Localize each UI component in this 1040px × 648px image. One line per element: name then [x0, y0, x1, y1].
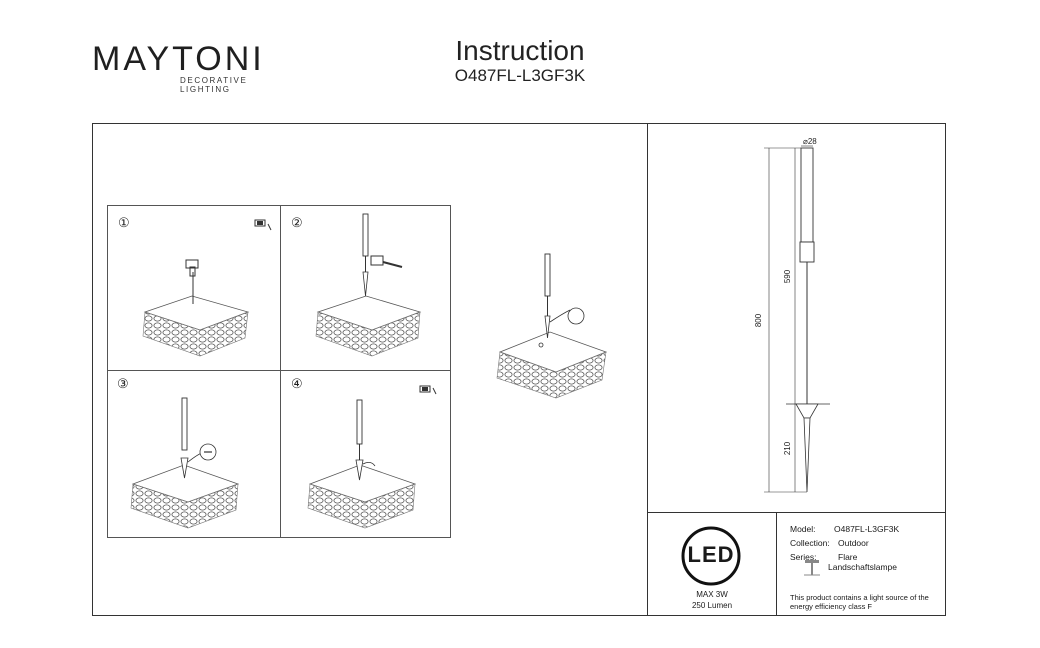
dimension-upper-height: 590 — [783, 269, 793, 284]
steps-grid — [107, 205, 451, 538]
spec-collection-value: Outdoor — [838, 538, 869, 548]
hammer-icon — [370, 255, 403, 268]
drill-tool-icon — [254, 219, 272, 231]
dimension-diameter: ⌀28 — [803, 137, 817, 146]
spec-collection-label: Collection: — [790, 538, 830, 548]
spec-series-label: Series: — [790, 552, 817, 562]
spec-series-value: Flare — [838, 552, 858, 562]
step-1-illustration — [142, 219, 272, 357]
overview-illustration — [496, 253, 608, 399]
spec-block: Model: O487FL-L3GF3K Collection: Outdoor… — [790, 522, 940, 574]
led-power: MAX 3W — [696, 590, 728, 599]
frame-divider-horizontal — [647, 512, 946, 513]
step-4-illustration — [307, 385, 437, 529]
garden-lamp-icon — [804, 560, 820, 576]
step-2-number: ② — [291, 215, 303, 230]
brand-logo: MAYTONI DECORATIVE LIGHTING — [92, 40, 282, 94]
spec-model-value: O487FL-L3GF3K — [834, 524, 900, 534]
led-badge-icon — [681, 526, 741, 586]
step-3-number: ③ — [117, 376, 129, 391]
drill-icon — [185, 259, 199, 304]
energy-note-line2: energy efficiency class F — [790, 602, 872, 611]
model-code: O487FL-L3GF3K — [454, 66, 586, 85]
energy-note-line1: This product contains a light source of … — [790, 593, 929, 602]
instruction-frame — [92, 123, 946, 616]
power-supply-icon — [419, 385, 437, 395]
frame-divider-vertical — [647, 123, 648, 616]
page-title: Instruction — [455, 35, 585, 66]
steps-divider-vertical — [280, 205, 281, 538]
step-2-illustration — [315, 213, 422, 357]
step-3-illustration — [130, 397, 240, 529]
dimension-spike-height: 210 — [783, 441, 793, 456]
dimension-drawing — [764, 145, 830, 493]
dimension-total-height: 800 — [754, 313, 764, 328]
steps-divider-horizontal — [107, 370, 451, 371]
led-caption: MAX 3W 250 Lumen — [650, 589, 774, 611]
energy-note: This product contains a light source of … — [790, 593, 942, 611]
led-badge-label: LED — [687, 542, 735, 567]
step-1-number: ① — [118, 215, 130, 230]
spec-divider — [776, 512, 777, 616]
brand-tagline: DECORATIVE LIGHTING — [180, 76, 248, 94]
step-4-number: ④ — [291, 376, 303, 391]
brand-name: MAYTONI — [92, 40, 265, 78]
led-flux: 250 Lumen — [691, 601, 733, 610]
spec-type-value: Landschaftslampe — [828, 562, 897, 572]
spec-model-label: Model: — [790, 524, 816, 534]
